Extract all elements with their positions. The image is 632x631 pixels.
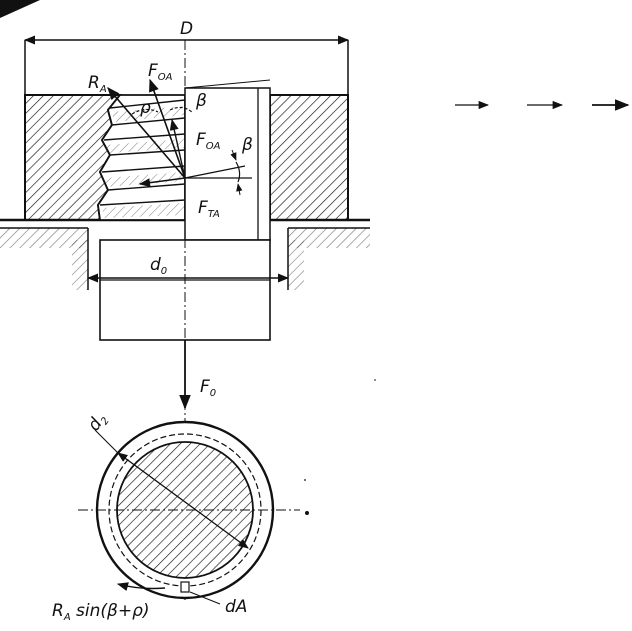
label-RA: RA (88, 73, 107, 95)
label-dA: dA (225, 597, 247, 617)
nut-right-hatch (269, 94, 349, 221)
label-beta-top: β (195, 91, 207, 111)
label-F0: F0 (200, 377, 216, 399)
angle-marks: β ρ β (131, 91, 253, 196)
dimension-d0: d0 (86, 255, 290, 283)
label-D: D (180, 19, 193, 39)
dimension-D: D (23, 19, 350, 45)
force-vectors: RA FOA FOA FTA F0 (88, 61, 252, 410)
label-RA-sin: RA sin(β+ρ) (52, 601, 150, 623)
label-FTA: FTA (198, 198, 220, 220)
label-rho: ρ (140, 98, 151, 118)
label-beta-right: β (241, 135, 253, 155)
stray-dot (305, 511, 309, 515)
corner-mark (0, 0, 40, 18)
stray-dot (374, 379, 376, 381)
bolt-right-half (184, 79, 271, 241)
nut-section (0, 40, 370, 222)
stray-dot (304, 479, 306, 481)
label-d0: d0 (150, 255, 167, 277)
label-d2: d2 (84, 409, 112, 436)
circular-section: d2 RA sin(β+ρ) dA (52, 409, 300, 623)
label-FOA-top: FOA (148, 61, 173, 83)
dA-element (180, 581, 190, 593)
label-FOA-mid: FOA (196, 130, 221, 152)
